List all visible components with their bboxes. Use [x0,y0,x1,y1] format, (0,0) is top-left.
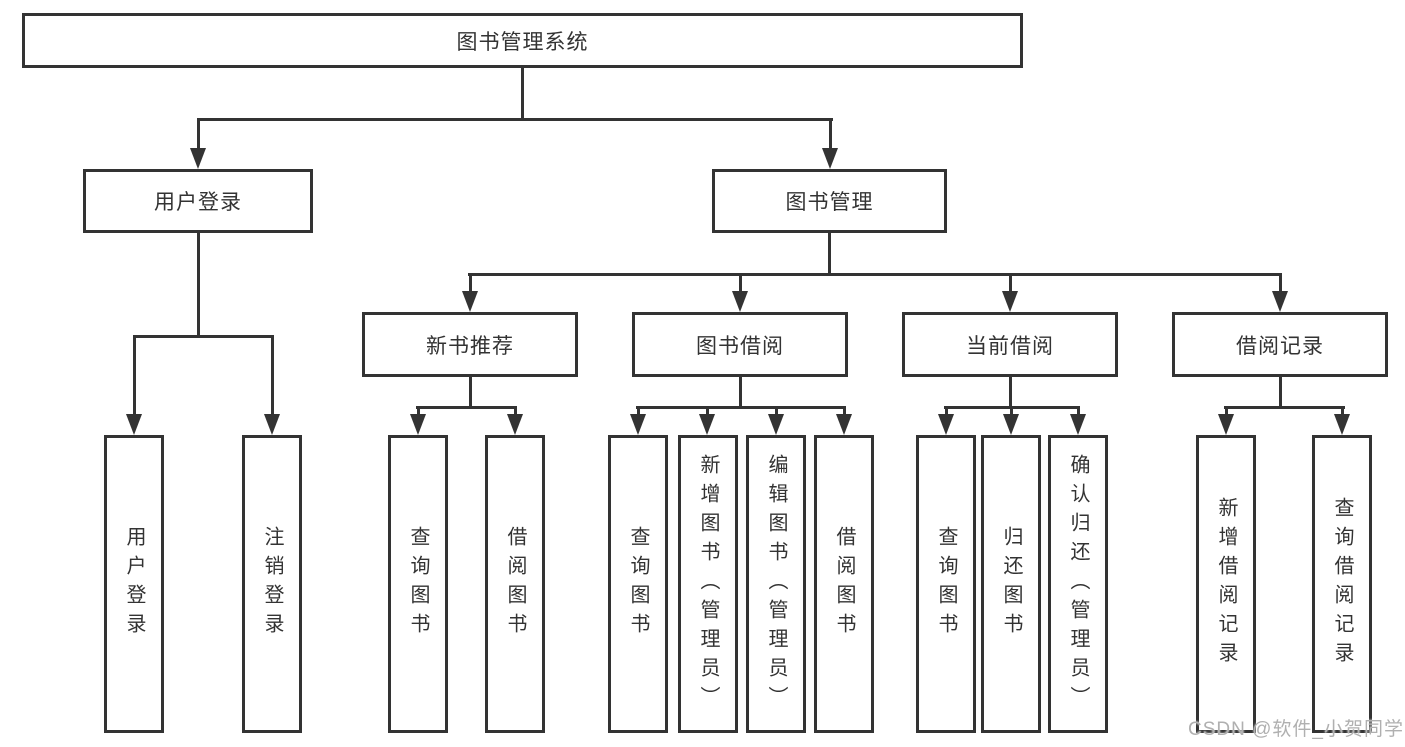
node-label: 查询图书 [627,526,649,642]
connector-line [416,406,517,409]
node-label: 新书推荐 [426,334,514,358]
arrowhead-icon [264,414,280,435]
node-label: 查询图书 [935,526,957,642]
connector-line [1224,406,1345,409]
arrowhead-icon [938,414,954,435]
node-current-borrow: 当前借阅 [902,312,1118,377]
connector-line [739,275,742,292]
arrowhead-icon [822,148,838,169]
connector-line [468,273,1282,276]
arrowhead-icon [1070,414,1086,435]
connector-line [706,408,709,416]
node-leaf-borrow-book-2: 借阅图书 [814,435,874,733]
node-label: 确认归还（管理员） [1067,453,1089,715]
connector-line [1009,377,1012,408]
node-book-management: 图书管理 [712,169,947,233]
node-label: 借阅记录 [1236,334,1324,358]
connector-line [417,408,420,416]
node-borrow-record: 借阅记录 [1172,312,1388,377]
node-library-system: 图书管理系统 [22,13,1023,68]
arrowhead-icon [732,291,748,312]
node-label: 用户登录 [123,526,145,642]
node-leaf-return-book: 归还图书 [981,435,1041,733]
node-leaf-query-book-1: 查询图书 [388,435,448,733]
connector-line [944,406,1080,409]
connector-line [829,120,832,150]
node-label: 编辑图书（管理员） [765,453,787,715]
connector-line [739,377,742,408]
connector-line [828,233,831,276]
node-label: 用户登录 [154,191,242,214]
arrowhead-icon [1003,414,1019,435]
connector-line [945,408,948,416]
node-leaf-confirm-return-admin: 确认归还（管理员） [1048,435,1108,733]
arrowhead-icon [699,414,715,435]
arrowhead-icon [410,414,426,435]
node-label: 图书管理 [785,191,874,214]
connector-line [469,275,472,292]
node-label: 新增图书（管理员） [697,453,719,715]
node-label: 查询借阅记录 [1331,497,1353,671]
arrowhead-icon [462,291,478,312]
connector-line [1279,377,1282,408]
connector-line [469,377,472,408]
node-label: 借阅图书 [504,526,526,642]
connector-line [197,120,200,150]
arrowhead-icon [190,148,206,169]
connector-line [636,406,846,409]
node-leaf-edit-book-admin: 编辑图书（管理员） [746,435,806,733]
connector-line [1077,408,1080,416]
arrowhead-icon [1272,291,1288,312]
connector-line [1279,275,1282,292]
node-leaf-logout: 注销登录 [242,435,302,733]
connector-line [271,337,274,415]
connector-line [514,408,517,416]
arrowhead-icon [768,414,784,435]
node-label: 查询图书 [407,526,429,642]
node-leaf-borrow-book-1: 借阅图书 [485,435,545,733]
node-leaf-query-borrow-record: 查询借阅记录 [1312,435,1372,733]
node-leaf-user-login: 用户登录 [104,435,164,733]
connector-line [1341,408,1344,416]
arrowhead-icon [1334,414,1350,435]
node-label: 图书借阅 [696,334,784,358]
connector-line [1009,275,1012,292]
arrowhead-icon [1002,291,1018,312]
arrowhead-icon [836,414,852,435]
node-leaf-add-borrow-record: 新增借阅记录 [1196,435,1256,733]
node-leaf-query-book-3: 查询图书 [916,435,976,733]
connector-line [843,408,846,416]
arrowhead-icon [630,414,646,435]
node-label: 图书管理系统 [456,30,589,54]
node-user-login: 用户登录 [83,169,313,233]
connector-line [197,233,200,337]
node-label: 注销登录 [261,526,283,642]
node-label: 当前借阅 [966,334,1054,358]
node-leaf-query-book-2: 查询图书 [608,435,668,733]
connector-line [1010,408,1013,416]
connector-line [1225,408,1228,416]
node-book-borrow: 图书借阅 [632,312,848,377]
connector-line [775,408,778,416]
connector-line [637,408,640,416]
connector-line [133,335,274,338]
connector-line [133,337,136,415]
node-new-book-recommend: 新书推荐 [362,312,578,377]
connector-line [197,118,833,121]
csdn-watermark: CSDN @软件_小贺同学 [1188,719,1404,740]
arrowhead-icon [126,414,142,435]
node-label: 借阅图书 [833,526,855,642]
arrowhead-icon [1218,414,1234,435]
node-label: 新增借阅记录 [1215,497,1237,671]
arrowhead-icon [507,414,523,435]
node-leaf-add-book-admin: 新增图书（管理员） [678,435,738,733]
connector-line [521,68,524,121]
node-label: 归还图书 [1000,526,1022,642]
